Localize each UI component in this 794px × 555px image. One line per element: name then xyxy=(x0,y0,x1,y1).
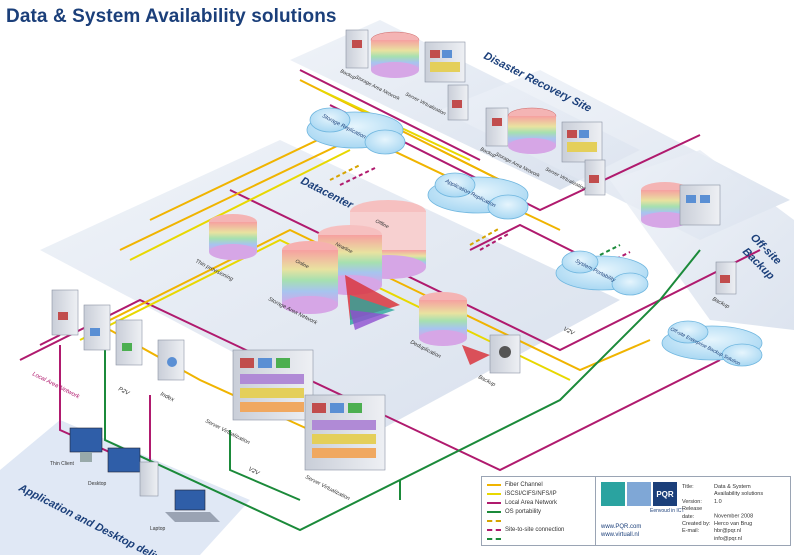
dr2-equipment xyxy=(485,107,606,196)
legend-swatch xyxy=(487,502,501,504)
meta-row: Created by:Herco van Brug xyxy=(682,521,763,528)
meta-value: Herco van Brug xyxy=(714,521,753,528)
legend-label: iSCSI/CIFS/NFS/IP xyxy=(505,491,557,497)
url-2[interactable]: www.virtuall.nl xyxy=(601,532,640,538)
legend-swatch xyxy=(487,484,501,486)
index-label: Index xyxy=(159,391,176,403)
legend-label: Fiber Channel xyxy=(505,482,543,488)
legend-swatch xyxy=(487,538,501,540)
legend-item: Local Area Network xyxy=(487,499,557,507)
legend-label: OS portability xyxy=(505,509,542,515)
meta-value: November 2008 xyxy=(714,513,754,520)
logo-square-teal xyxy=(601,482,625,506)
legend: Fiber Channel iSCSI/CIFS/NFS/IP Local Area… xyxy=(481,476,596,546)
storage-replication-cloud xyxy=(306,107,406,155)
os-portability-lines xyxy=(104,249,701,532)
meta-row: Release date: November 2008 xyxy=(682,506,763,521)
thin-client-label: Thin Client xyxy=(50,461,75,467)
legend-swatch xyxy=(487,520,501,522)
meta-row: info@pqr.nl xyxy=(682,536,763,543)
meta-value: Availability solutions xyxy=(714,491,764,498)
meta-row: Version: 1.0 xyxy=(682,499,763,506)
meta-row: E-mail: hbr@pqr.nl xyxy=(682,528,763,535)
logo-square-blue xyxy=(627,482,651,506)
offsite-backup-cloud xyxy=(661,320,763,367)
legend-swatch xyxy=(487,493,501,495)
meta-key: Version: xyxy=(682,498,702,505)
meta-value: Data & System xyxy=(714,484,751,490)
meta-key: E-mail: xyxy=(682,528,700,535)
url-1[interactable]: www.PQR.com xyxy=(601,524,642,530)
legend-item: OS portability xyxy=(487,508,541,516)
legend-swatch xyxy=(487,511,501,513)
legend-label: Site-to-site connection xyxy=(505,527,565,533)
meta-key: Release date: xyxy=(682,506,703,520)
v2v-label-2: V2V xyxy=(562,326,576,337)
backup-dc-label: Backup xyxy=(477,374,496,388)
application-replication-cloud xyxy=(427,172,529,220)
meta-value: hbr@pqr.nl xyxy=(714,528,741,535)
meta-row: Title: Data & System xyxy=(682,484,763,491)
legend-item: Fiber Channel xyxy=(487,481,543,489)
server-virt-label-2: Server Virtualization xyxy=(304,474,350,502)
meta-value: info@pqr.nl xyxy=(714,535,742,542)
logo-square-pqr: PQR xyxy=(653,482,677,506)
meta-value: 1.0 xyxy=(714,498,722,505)
physical-servers xyxy=(51,289,185,381)
client-devices xyxy=(69,427,220,522)
legend-item xyxy=(487,517,505,525)
legend-swatch xyxy=(487,529,501,531)
meta-key: Created by: xyxy=(682,521,711,528)
meta-row: Availability solutions xyxy=(682,491,763,498)
legend-label: Local Area Network xyxy=(505,500,558,506)
server-virtualization-stacks xyxy=(232,349,386,471)
laptop-label: Laptop xyxy=(150,526,166,532)
system-portability-cloud xyxy=(555,250,649,296)
page-title: Data & System Availability solutions xyxy=(6,6,337,27)
legend-item: Site-to-site connection xyxy=(487,526,564,534)
info-box: PQR Eenvoud in ICT www.PQR.com www.virtu… xyxy=(595,476,791,546)
dr1-equipment xyxy=(345,29,469,121)
legend-item xyxy=(487,535,505,543)
urls: www.PQR.com www.virtuall.nl xyxy=(601,523,641,539)
offsite-backup-equipment xyxy=(641,182,737,295)
legend-item: iSCSI/CIFS/NFS/IP xyxy=(487,490,557,498)
server-virt-label-1: Server Virtualization xyxy=(204,418,250,446)
pqr-logo: PQR xyxy=(601,482,679,506)
offsite-backup-platform xyxy=(610,150,794,330)
datacenter-storage xyxy=(209,200,521,374)
desktop-label: Desktop xyxy=(88,481,107,487)
logo-tagline: Eenvoud in ICT xyxy=(650,508,685,514)
p2v-label: P2V xyxy=(117,386,131,397)
lan-label: Local Area Network xyxy=(31,371,81,400)
v2v-label-1: V2V xyxy=(247,466,261,477)
meta-key: Title: xyxy=(682,484,694,490)
